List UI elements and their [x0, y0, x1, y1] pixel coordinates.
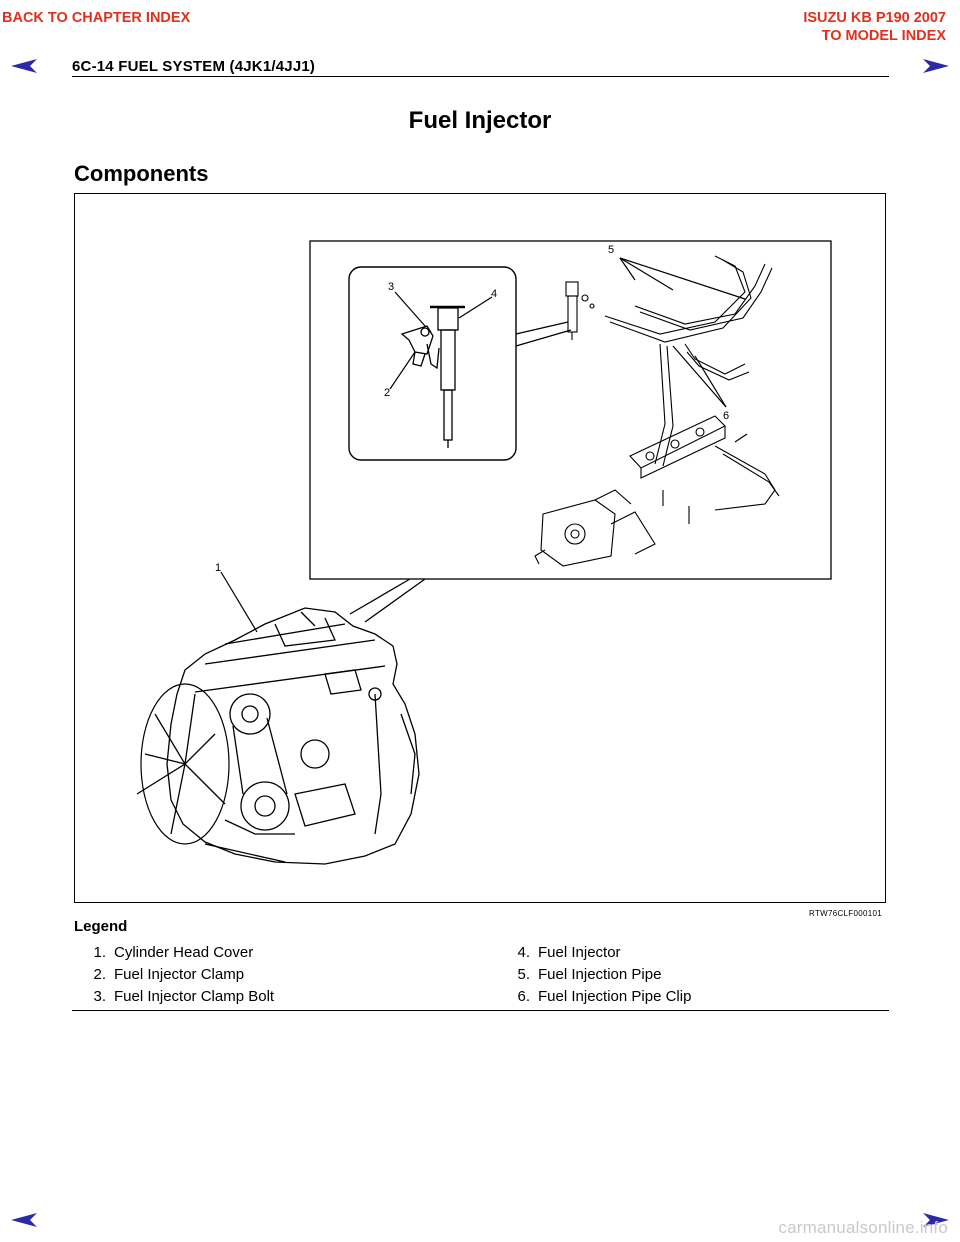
figure-code: RTW76CLF000101	[809, 909, 882, 918]
model-title: ISUZU KB P190 2007	[803, 10, 946, 26]
page-header: 6C-14 FUEL SYSTEM (4JK1/4JJ1)	[72, 58, 316, 75]
callout-3: 3	[388, 281, 394, 293]
right-arrow-icon[interactable]	[922, 1212, 950, 1228]
legend-item: 2.Fuel Injector Clamp	[93, 966, 245, 983]
left-arrow-icon[interactable]	[10, 1212, 38, 1228]
engine-diagram: 1 2 3 4 5 6	[136, 240, 832, 865]
legend-item: 4.Fuel Injector	[517, 944, 621, 961]
callout-2: 2	[384, 387, 390, 399]
components-figure: 1 2 3 4 5 6	[74, 193, 886, 903]
legend-item: 6.Fuel Injection Pipe Clip	[517, 988, 692, 1005]
legend-title: Legend	[74, 918, 128, 935]
section-heading: Components	[74, 161, 209, 186]
back-to-chapter-index-link[interactable]: BACK TO CHAPTER INDEX	[2, 10, 191, 26]
callout-4: 4	[491, 288, 497, 300]
callout-5: 5	[608, 244, 614, 256]
left-arrow-icon[interactable]	[10, 58, 38, 74]
legend-item: 1.Cylinder Head Cover	[93, 944, 254, 961]
watermark: carmanualsonline.info	[778, 1218, 948, 1237]
right-arrow-icon[interactable]	[922, 58, 950, 74]
legend-item: 3.Fuel Injector Clamp Bolt	[93, 988, 275, 1005]
callout-1: 1	[215, 562, 221, 574]
header-rule	[72, 76, 889, 77]
callout-6: 6	[723, 410, 729, 422]
legend-item: 5.Fuel Injection Pipe	[517, 966, 662, 983]
legend-rule	[72, 1010, 889, 1011]
to-model-index-link[interactable]: TO MODEL INDEX	[821, 28, 946, 44]
page-title: Fuel Injector	[408, 107, 552, 134]
